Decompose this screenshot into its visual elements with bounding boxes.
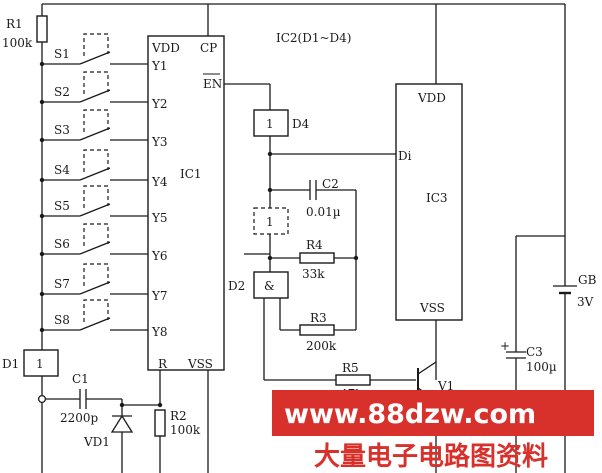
ic1-pin-y7: Y7 — [151, 289, 168, 303]
gate-d4: 1 D4 — [253, 84, 310, 208]
ic1-r-label: R — [158, 357, 168, 371]
c1-label: C1 — [72, 372, 89, 386]
watermark-text-cn: 大量电子电路图资料 — [314, 441, 548, 472]
vd1-label: VD1 — [83, 435, 110, 449]
ic1-vdd-label: VDD — [151, 41, 180, 55]
c2-value: 0.01µ — [306, 205, 341, 219]
switch-s2: S2 — [39, 71, 148, 105]
d4-symbol: 1 — [266, 117, 274, 131]
r3-value: 200k — [306, 339, 337, 353]
d2-symbol: & — [264, 279, 275, 293]
resistor-r4: R4 33k — [270, 238, 356, 281]
switch-s1: S1 — [39, 33, 148, 67]
switch-s4: S4 — [39, 149, 148, 183]
capacitor-c3: + C3 100µ — [500, 235, 565, 473]
switch-label-s7: S7 — [54, 277, 70, 291]
r2-label: R2 — [170, 409, 187, 423]
c2-label: C2 — [322, 177, 339, 191]
ic1-pin-y3: Y3 — [151, 135, 168, 149]
d1-symbol: 1 — [36, 357, 44, 371]
junction-di — [267, 151, 273, 157]
switch-s3: S3 — [39, 109, 148, 143]
ic1-vss-label: VSS — [187, 357, 213, 371]
junction-c2 — [267, 187, 273, 193]
d2-label: D2 — [228, 279, 245, 293]
junction-r4-right — [353, 255, 359, 261]
v1-label: V1 — [437, 379, 454, 393]
capacitor-c1: C1 2200p — [46, 372, 122, 425]
c3-value: 100µ — [526, 360, 557, 374]
resistor-r3: R3 200k — [280, 311, 356, 353]
gate-d2: & D2 — [228, 271, 289, 380]
r1-label: R1 — [6, 17, 23, 31]
d4-label: D4 — [292, 117, 310, 131]
ic2-note: IC2(D1~D4) — [276, 31, 352, 45]
d3-symbol: 1 — [266, 215, 274, 229]
ic1-pin-y8: Y8 — [151, 325, 168, 339]
watermark: www.88dzw.com 大量电子电路图资料 — [272, 390, 594, 472]
switch-label-s3: S3 — [54, 123, 70, 137]
gb-value: 3V — [577, 295, 594, 309]
switch-s5: S5 — [39, 185, 148, 219]
r1-value: 100k — [2, 36, 33, 50]
ic1-pin-y5: Y5 — [151, 211, 168, 225]
switch-s7: S7 — [39, 263, 148, 297]
c3-label: C3 — [526, 345, 543, 359]
ic1-pin-y2: Y2 — [151, 97, 168, 111]
r4-value: 33k — [302, 267, 325, 281]
ic1-pin-y4: Y4 — [151, 175, 168, 189]
switch-label-s4: S4 — [54, 163, 70, 177]
top-rail — [42, 3, 566, 270]
ic1-en-label: EN — [203, 77, 222, 91]
ic3-vss-label: VSS — [419, 301, 445, 315]
ic3-di-label: Di — [398, 149, 412, 163]
ic1-pin-y6: Y6 — [151, 249, 168, 263]
ic1-pin-y1: Y1 — [151, 59, 168, 73]
ic3-name-label: IC3 — [426, 191, 448, 205]
r5-label: R5 — [342, 361, 359, 375]
ic3-vdd-label: VDD — [417, 91, 446, 105]
r4-label: R4 — [306, 238, 323, 252]
switch-label-s5: S5 — [54, 199, 70, 213]
capacitor-c2: C2 0.01µ — [270, 177, 356, 219]
ic1-name-label: IC1 — [180, 167, 202, 181]
gate-d1: 1 D1 — [2, 349, 59, 473]
battery-gb: GB 3V — [553, 270, 597, 473]
resistor-r2: R2 100k — [154, 409, 201, 473]
c1-value: 2200p — [60, 411, 99, 425]
switch-label-s1: S1 — [54, 47, 70, 61]
junction-r4 — [267, 255, 273, 261]
r2-value: 100k — [170, 423, 201, 437]
diode-vd1: VD1 — [83, 399, 134, 473]
c3-plus: + — [500, 339, 510, 353]
gb-label: GB — [578, 273, 597, 287]
ic1-en-pin: EN — [203, 73, 270, 91]
resistor-r1: R1 100k — [2, 4, 48, 64]
d1-label: D1 — [2, 357, 19, 371]
switch-s6: S6 — [39, 223, 148, 257]
switch-s8: S8 — [39, 299, 148, 333]
gate-d3: 1 — [253, 207, 289, 272]
junction-r2 — [157, 402, 163, 408]
watermark-band — [272, 390, 594, 436]
watermark-url: www.88dzw.com — [284, 399, 536, 430]
switch-label-s8: S8 — [54, 313, 70, 327]
transistor-v1: V1 — [417, 361, 454, 473]
ic1-cp-label: CP — [200, 41, 217, 55]
ic3-chip: VDD Di IC3 VSS — [395, 83, 463, 321]
switch-label-s6: S6 — [54, 237, 70, 251]
r3-label: R3 — [310, 311, 327, 325]
switch-label-s2: S2 — [54, 85, 70, 99]
